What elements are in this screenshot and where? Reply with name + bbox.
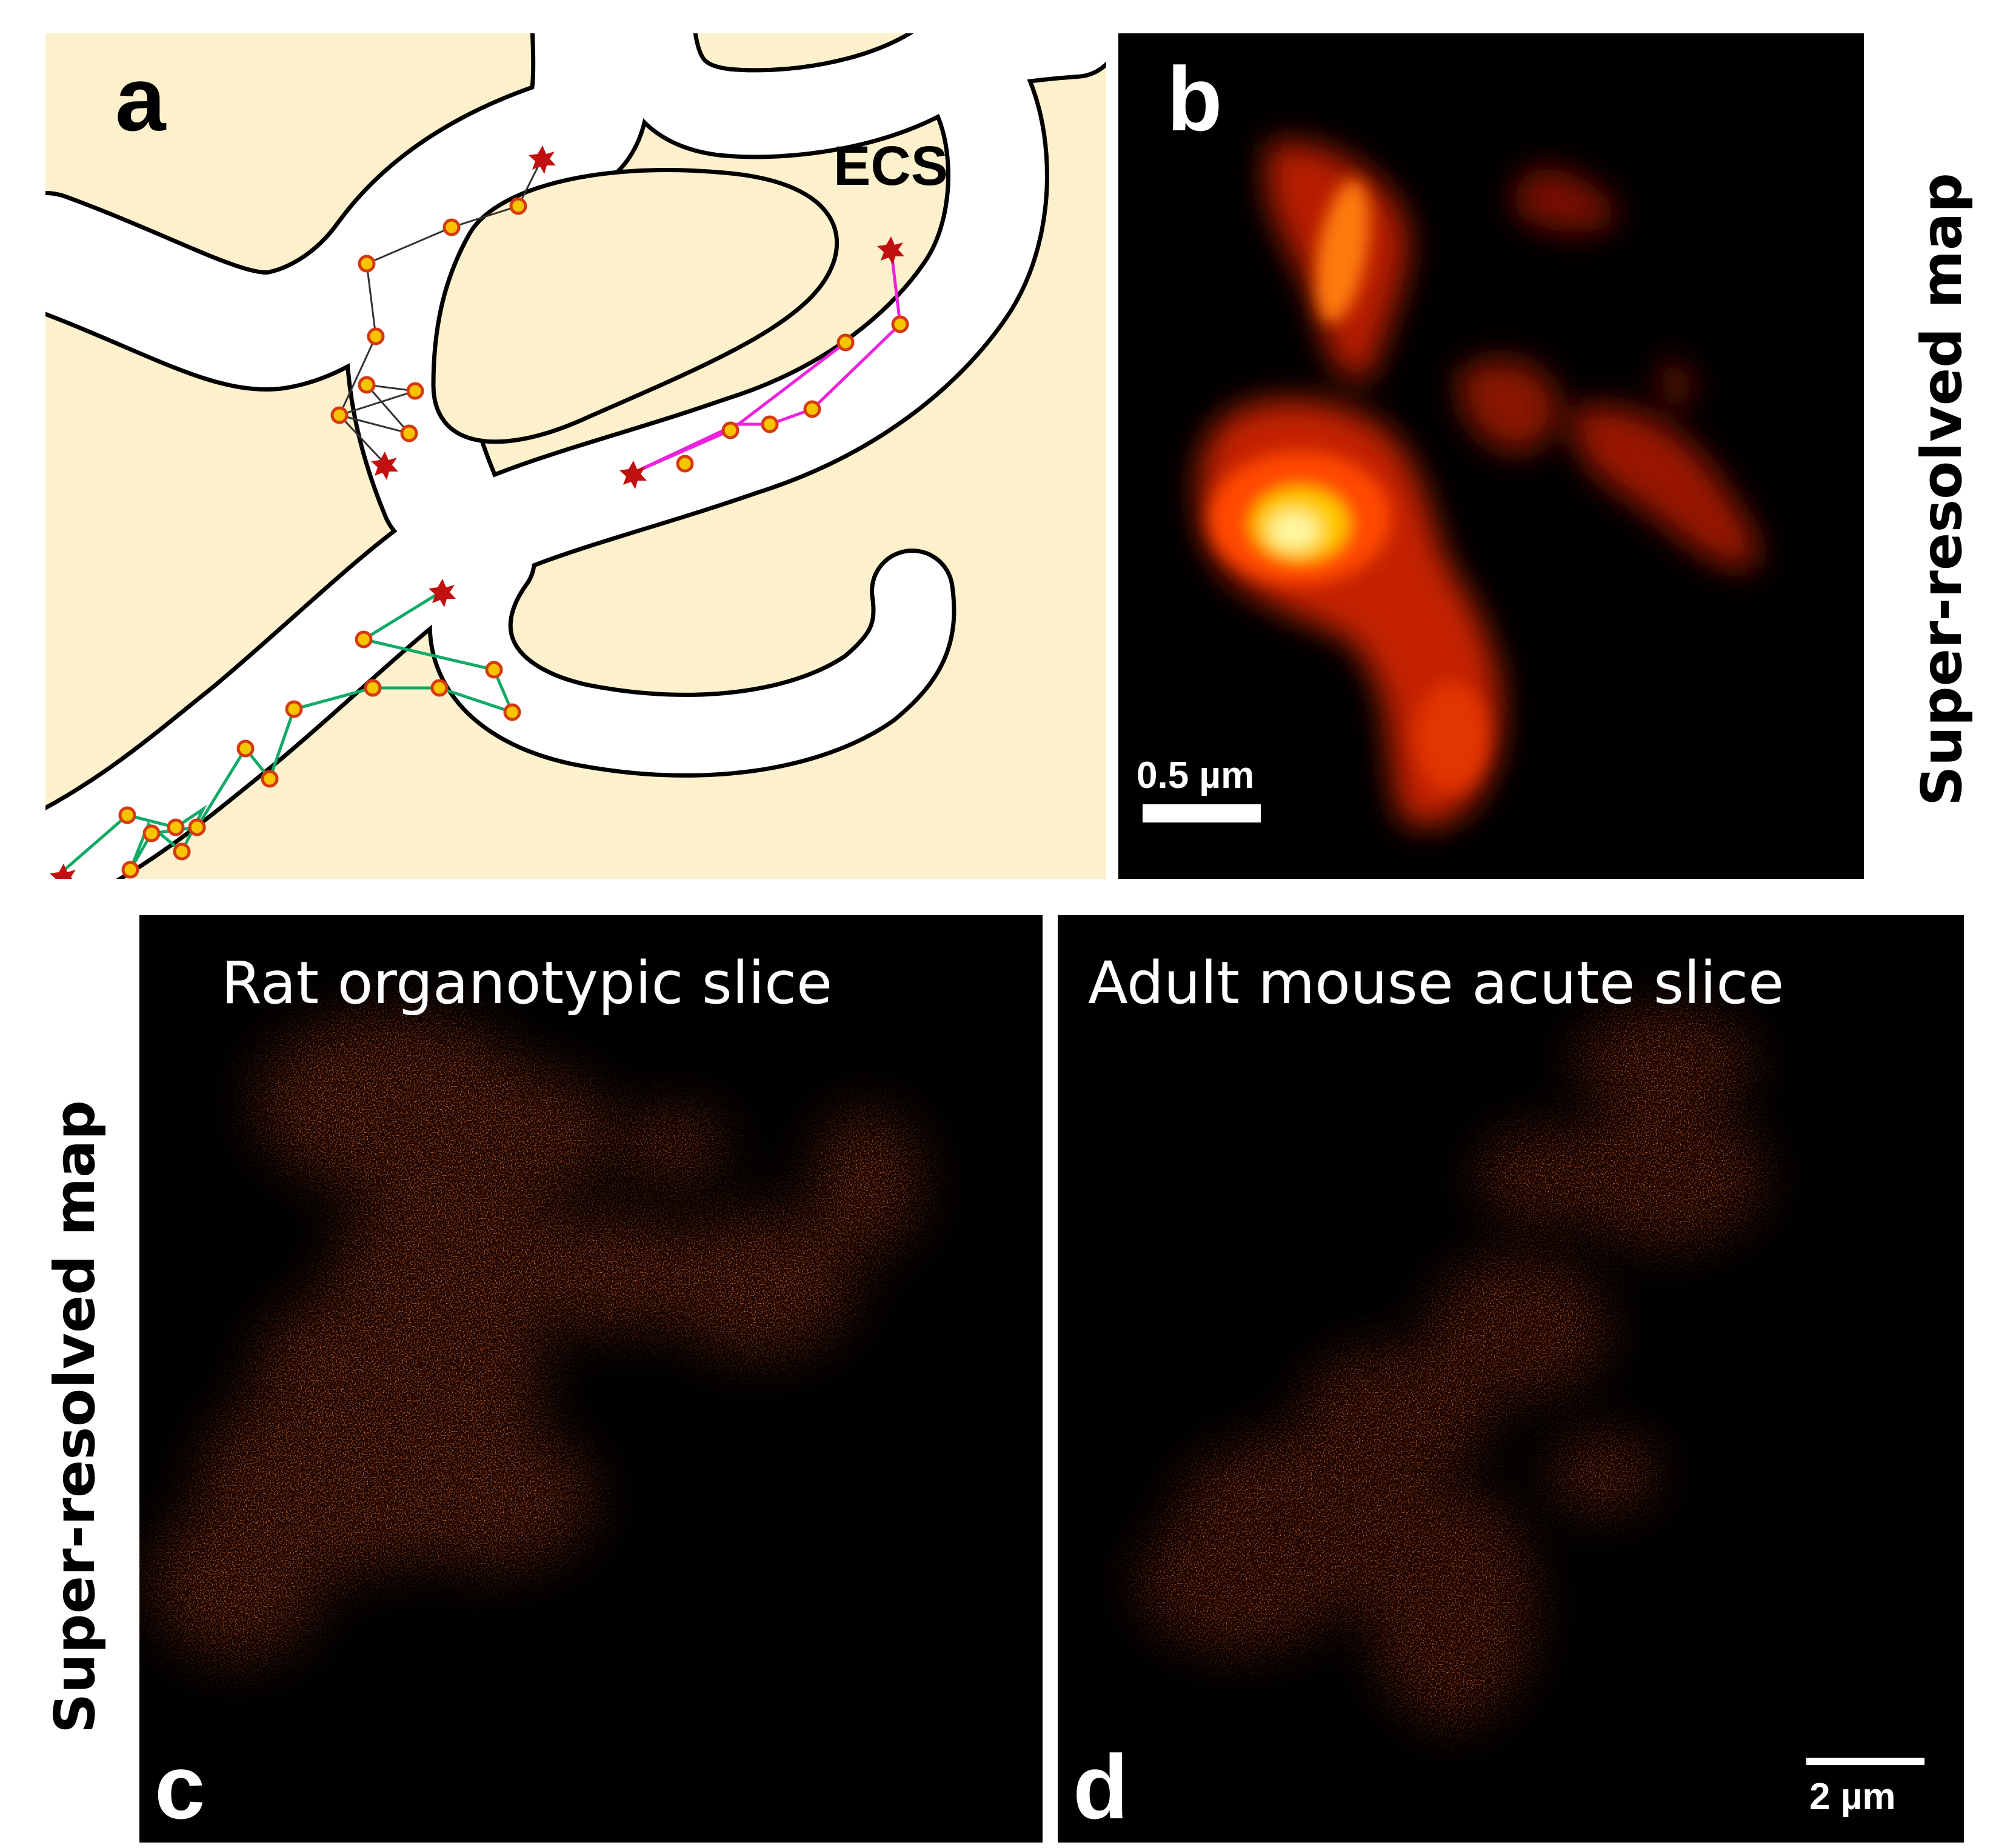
localization-cloud-c: [139, 915, 1043, 1843]
density-hotspots: [1209, 179, 1488, 791]
side-label-c: Super-resolved map: [42, 1100, 107, 1733]
ecs-channels-fill: [45, 33, 1106, 879]
panel-letter-d: d: [1073, 1736, 1129, 1838]
scale-bar-d: [1806, 1758, 1925, 1765]
star-icon: [429, 579, 456, 607]
super-resolved-map-b: b 0.5 µm: [1137, 48, 1758, 826]
panel-d-title: Adult mouse acute slice: [1088, 949, 1784, 1017]
star-icon: [877, 236, 904, 265]
star-icon: [529, 145, 556, 174]
star-icon: [619, 461, 647, 489]
star-icon: [50, 864, 76, 879]
panel-letter-b: b: [1167, 48, 1223, 150]
panel-letter-c: c: [155, 1736, 205, 1838]
molecules: [118, 197, 909, 879]
scale-bar-b: [1143, 804, 1261, 822]
star-icon: [371, 452, 398, 480]
ecs-diagram: ECS: [45, 33, 1106, 879]
localization-cloud-d: [1058, 915, 1964, 1843]
inner-cell: [431, 168, 840, 444]
panel-d-image: Adult mouse acute slice d 2 µm: [1058, 915, 1964, 1843]
trajectory-magenta: [632, 248, 902, 475]
panel-c-image: Rat organotypic slice c: [139, 915, 1043, 1843]
entry-stars: [50, 145, 904, 879]
panel-b-image: b 0.5 µm: [1118, 33, 1864, 879]
scale-bar-label-d: 2 µm: [1809, 1776, 1896, 1818]
scale-bar-label-b: 0.5 µm: [1137, 755, 1254, 796]
panel-c-title: Rat organotypic slice: [221, 949, 832, 1017]
side-label-b: Super-resolved map: [1909, 173, 1974, 806]
ecs-label: ECS: [833, 135, 948, 197]
panel-a-schematic: ECS: [45, 33, 1106, 879]
super-resolved-map-d: Adult mouse acute slice d 2 µm: [1058, 915, 1964, 1843]
panel-letter-a: a: [115, 48, 167, 150]
super-resolved-map-c: Rat organotypic slice c: [139, 915, 1043, 1843]
